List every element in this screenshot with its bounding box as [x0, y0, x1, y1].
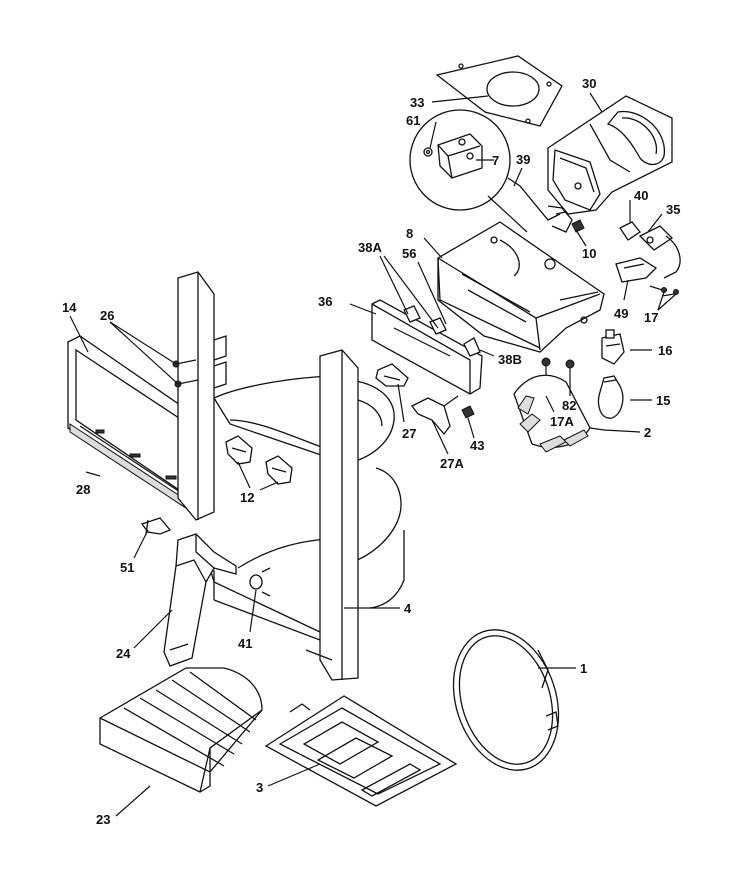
label-16: 16	[658, 343, 672, 358]
label-51: 51	[120, 560, 134, 575]
label-17: 17	[644, 310, 658, 325]
part-49-bracket	[615, 257, 679, 297]
part-4-cabinet	[209, 349, 405, 681]
part-36-switch-plate	[371, 299, 483, 395]
part-15-bulb	[597, 375, 624, 419]
part-2-chute	[513, 374, 605, 453]
part-43-screw	[461, 405, 475, 419]
part-33-mounting-plate	[435, 55, 563, 127]
part-16-holder	[601, 329, 625, 365]
label-35: 35	[666, 202, 680, 217]
part-23-drip-tray	[99, 667, 263, 793]
label-1: 1	[580, 661, 587, 676]
part-39-lever	[507, 177, 573, 233]
detail-circle-switch	[409, 109, 528, 233]
part-10-screw	[571, 219, 585, 233]
label-28: 28	[76, 482, 90, 497]
label-26: 26	[100, 308, 114, 323]
label-27: 27	[402, 426, 416, 441]
label-38A: 38A	[358, 240, 382, 255]
label-7: 7	[492, 153, 499, 168]
label-10: 10	[582, 246, 596, 261]
label-38B: 38B	[498, 352, 522, 367]
part-27-lever	[375, 363, 409, 387]
leader-lines	[69, 92, 677, 817]
part-41-switch	[249, 567, 271, 597]
label-39: 39	[516, 152, 530, 167]
label-15: 15	[656, 393, 670, 408]
label-8: 8	[406, 226, 413, 241]
left-column	[172, 271, 227, 521]
part-82-screw	[565, 359, 575, 386]
label-3: 3	[256, 780, 263, 795]
label-40: 40	[634, 188, 648, 203]
label-14: 14	[62, 300, 77, 315]
label-43: 43	[470, 438, 484, 453]
label-56: 56	[402, 246, 416, 261]
label-49: 49	[614, 306, 628, 321]
part-12-clips	[225, 435, 293, 485]
label-4: 4	[404, 601, 412, 616]
label-23: 23	[96, 812, 110, 827]
part-30-chute-housing	[547, 95, 673, 215]
label-41: 41	[238, 636, 252, 651]
label-61: 61	[406, 113, 420, 128]
part-8-control-housing	[437, 221, 605, 353]
part-1-gasket	[452, 629, 560, 771]
label-33: 33	[410, 95, 424, 110]
part-51-clip	[140, 517, 172, 535]
label-27A: 27A	[440, 456, 464, 471]
label-2: 2	[644, 425, 651, 440]
part-3-heater-plate	[264, 695, 458, 807]
label-36: 36	[318, 294, 332, 309]
part-labels: 33 30 61 7 39 40 35 10 8 38A 56 36 14 26…	[62, 76, 680, 827]
label-30: 30	[582, 76, 596, 91]
part-27A-lever	[411, 395, 459, 436]
label-24: 24	[116, 646, 131, 661]
label-17A: 17A	[550, 414, 574, 429]
label-82: 82	[562, 398, 576, 413]
part-24-bracket	[163, 533, 237, 667]
label-12: 12	[240, 490, 254, 505]
